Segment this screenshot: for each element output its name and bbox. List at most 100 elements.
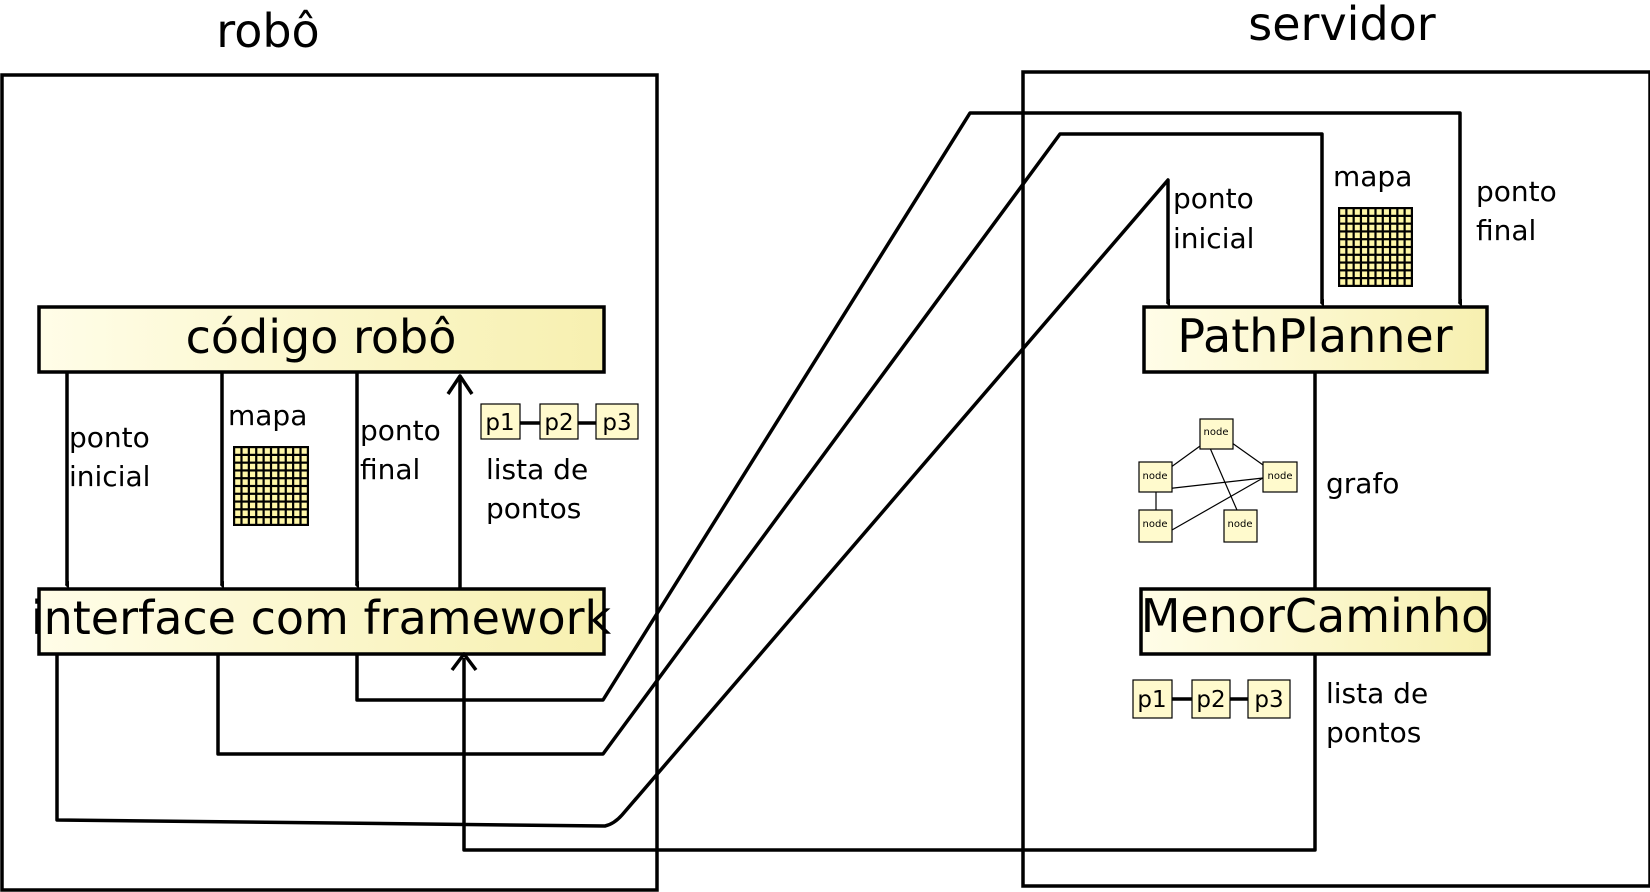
map-grid-cell [1405, 232, 1411, 239]
framework-interface-label: interface com framework [31, 591, 612, 645]
map-grid-cell [1369, 279, 1375, 285]
map-grid-cell [1391, 248, 1397, 254]
map-grid-cell [294, 487, 300, 493]
map-grid-cell [235, 518, 241, 524]
map-grid-cell [1369, 232, 1375, 239]
map-grid-cell [286, 471, 293, 478]
robot-list-label-1: lista de [486, 453, 588, 486]
robot-point-box-2 [539, 403, 579, 440]
map-grid-cell [301, 494, 307, 501]
graph-node-label: node [1143, 471, 1168, 482]
server-point-box-1 [1132, 679, 1173, 719]
map-grid-cell [242, 479, 248, 485]
map-grid-cell [1362, 263, 1368, 270]
map-grid-cell [1376, 216, 1382, 223]
graph-node-label: node [1268, 471, 1293, 482]
map-grid-cell [1347, 248, 1353, 254]
map-grid-cell [1376, 255, 1382, 262]
map-grid-cell [1376, 263, 1382, 270]
map-grid-cell [1369, 240, 1375, 246]
map-grid-cell [1340, 248, 1346, 254]
map-grid-cell [1398, 279, 1404, 285]
map-grid-cell [1405, 216, 1411, 223]
map-grid-cell [1391, 263, 1397, 270]
map-grid-cell [1369, 209, 1375, 215]
graph-node-label: node [1143, 519, 1168, 530]
map-grid-cell [286, 448, 293, 454]
server-point-box-3 [1247, 679, 1291, 719]
connector-map [216, 132, 1322, 756]
map-grid-cell [235, 494, 241, 501]
map-grid-cell [1362, 240, 1368, 246]
map-grid-cell [1383, 271, 1389, 278]
robot-list-label-2: pontos [486, 492, 581, 525]
map-grid-cell [1347, 216, 1353, 223]
graph-node [1199, 418, 1234, 450]
map-grid-cell [1398, 263, 1404, 270]
map-grid-cell [286, 455, 293, 462]
map-grid-cell [301, 510, 307, 517]
map-grid-cell [1398, 224, 1404, 231]
grid-map-icon [233, 446, 309, 526]
server-point-box-2 [1191, 679, 1231, 719]
map-grid-cell [242, 471, 248, 478]
server-list-label-2: pontos [1326, 716, 1421, 749]
map-grid-cell [264, 471, 270, 478]
map-grid-cell [286, 494, 293, 501]
map-grid-cell [301, 518, 307, 524]
map-grid-cell [257, 471, 263, 478]
map-grid-cell [286, 463, 293, 470]
map-grid-cell [249, 494, 256, 501]
map-grid-cell [1340, 255, 1346, 262]
map-grid-cell [294, 502, 300, 509]
map-grid-cell [272, 518, 278, 524]
pathplanner-box [1142, 305, 1489, 374]
map-grid-cell [1376, 224, 1382, 231]
map-grid-cell [279, 455, 285, 462]
map-grid-cell [242, 502, 248, 509]
map-grid-cell [279, 471, 285, 478]
map-grid-cell [257, 463, 263, 470]
map-grid-cell [301, 455, 307, 462]
map-grid-cell [1391, 240, 1397, 246]
map-grid-cell [1369, 248, 1375, 254]
map-grid-cell [249, 463, 256, 470]
map-grid-cell [235, 455, 241, 462]
map-grid-cell [301, 479, 307, 485]
map-grid-cell [264, 510, 270, 517]
map-grid-cell [294, 479, 300, 485]
framework-interface-box [37, 587, 606, 656]
server-section-title: servidor [1248, 0, 1436, 51]
graph-node [1223, 509, 1258, 543]
map-grid-cell [1376, 209, 1382, 215]
server-end-label-2: final [1476, 214, 1536, 247]
map-grid-cell [294, 518, 300, 524]
map-grid-cell [1362, 216, 1368, 223]
map-grid-cell [249, 510, 256, 517]
graph-node-label: node [1228, 519, 1253, 530]
map-grid-cell [249, 518, 256, 524]
graph-node [1262, 461, 1298, 493]
map-grid-cell [279, 463, 285, 470]
robot-point-list: p1 p2 p3 [480, 403, 639, 440]
map-grid-cell [1376, 271, 1382, 278]
map-grid-cell [279, 502, 285, 509]
map-grid-cell [1340, 279, 1346, 285]
map-grid-cell [249, 479, 256, 485]
connector-end-point [355, 111, 1460, 702]
map-grid-cell [1383, 240, 1389, 246]
robot-section-title: robô [216, 4, 319, 58]
map-grid-cell [1340, 209, 1346, 215]
map-grid-cell [1391, 271, 1397, 278]
server-point-1: p1 [1137, 687, 1166, 713]
map-grid-cell [1376, 279, 1382, 285]
server-map-label: mapa [1333, 160, 1412, 193]
pathplanner-label: PathPlanner [1177, 309, 1452, 363]
map-grid-cell [1369, 263, 1375, 270]
map-grid-cell [1405, 209, 1411, 215]
robot-code-label: código robô [186, 310, 457, 364]
map-grid-cell [242, 487, 248, 493]
map-grid-cell [264, 463, 270, 470]
map-grid-cell [1347, 271, 1353, 278]
map-grid-cell [1405, 240, 1411, 246]
